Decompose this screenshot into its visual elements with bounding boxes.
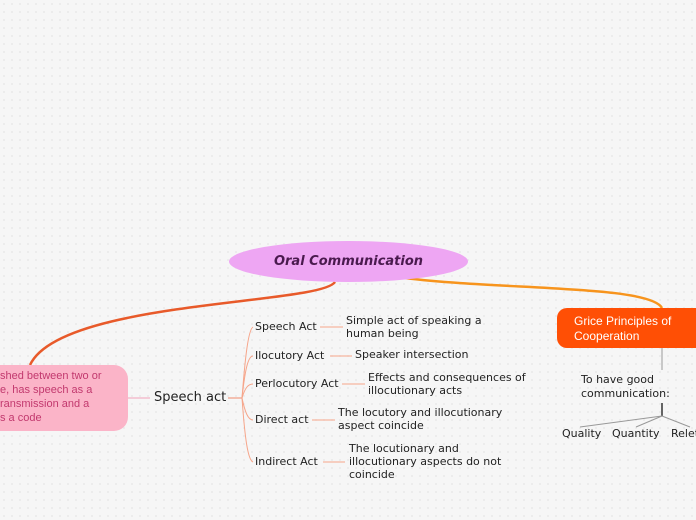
grice-principles-topic[interactable]: Grice Principles of Cooperation (557, 308, 696, 348)
desc-line: illocutionary acts (368, 384, 463, 397)
desc-line: The locutory and illocutionary (338, 406, 503, 419)
maxim-quantity[interactable]: Quantity (612, 427, 660, 440)
link-central-left (28, 281, 337, 366)
branch-speech-act[interactable]: Speech Act (255, 320, 317, 333)
desc-line: The locutionary and (349, 442, 459, 455)
link-hub-ilocutory (241, 355, 254, 399)
desc-direct-act[interactable]: The locutory and illocutionary aspect co… (338, 406, 502, 432)
good-communication-line-1: To have good (581, 373, 654, 386)
link-central-grice (404, 276, 664, 309)
desc-line: human being (346, 327, 419, 340)
good-communication-topic[interactable]: To have good communication: (581, 373, 670, 401)
branch-ilocutory-act[interactable]: Ilocutory Act (255, 349, 325, 362)
grice-label-line-1: Grice Principles of (574, 314, 672, 328)
definition-line-3: ransmission and a (0, 398, 90, 410)
central-topic[interactable]: Oral Communication (229, 241, 468, 282)
desc-perlocutory-act[interactable]: Effects and consequences of illocutionar… (368, 371, 526, 397)
link-hub-indirect (241, 397, 254, 463)
oral-communication-definition-topic[interactable]: shed between two or e, has speech as a r… (0, 365, 128, 431)
speech-act-topic[interactable]: Speech act (154, 390, 227, 405)
maxim-relevance[interactable]: Relet (671, 427, 696, 440)
branch-indirect-act[interactable]: Indirect Act (255, 455, 318, 468)
desc-indirect-act[interactable]: The locutionary and illocutionary aspect… (349, 442, 501, 481)
desc-speech-act[interactable]: Simple act of speaking a human being (346, 314, 482, 340)
grice-label-line-2: Cooperation (574, 329, 640, 343)
definition-line-2: e, has speech as a (0, 384, 93, 396)
link-hub-direct (241, 397, 254, 421)
desc-line: coincide (349, 468, 395, 481)
branch-perlocutory-act[interactable]: Perlocutory Act (255, 377, 339, 390)
desc-line: Simple act of speaking a (346, 314, 482, 327)
central-topic-label: Oral Communication (273, 254, 424, 269)
desc-ilocutory-act[interactable]: Speaker intersection (355, 348, 469, 361)
desc-line: aspect coincide (338, 419, 424, 432)
branch-direct-act[interactable]: Direct act (255, 413, 309, 426)
desc-line: Speaker intersection (355, 348, 469, 361)
desc-line: illocutionary aspects do not (349, 455, 502, 468)
good-communication-line-2: communication: (581, 387, 670, 400)
maxim-quality[interactable]: Quality (562, 427, 602, 440)
desc-line: Effects and consequences of (368, 371, 526, 384)
definition-line-4: s a code (0, 412, 42, 424)
link-hub-perlocutory (241, 383, 254, 399)
definition-line-1: shed between two or (0, 370, 102, 382)
